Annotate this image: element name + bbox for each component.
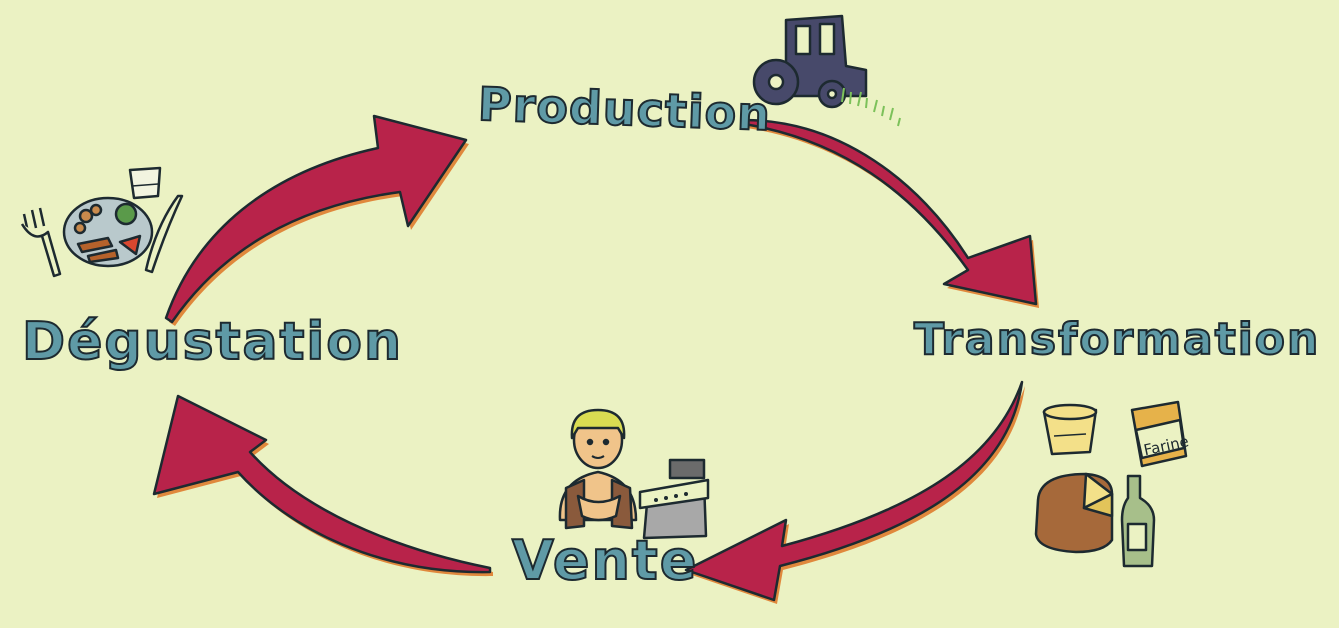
bottle-icon xyxy=(1120,474,1156,568)
vente-icons xyxy=(558,408,710,540)
stage-label-vente: Vente xyxy=(511,529,699,592)
arrow-production-to-transformation xyxy=(742,118,1039,308)
tractor-icon xyxy=(752,14,901,127)
arrow-transformation-to-vente xyxy=(684,380,1025,604)
plate-icon xyxy=(62,196,154,268)
yogurt-icon xyxy=(1042,403,1098,456)
stage-label-transformation: Transformation xyxy=(913,314,1321,365)
flour-bag-icon: Farine xyxy=(1130,400,1190,468)
glass-icon xyxy=(128,166,162,200)
cashier-icon xyxy=(558,408,638,530)
cash-register-icon xyxy=(638,458,710,540)
degustation-icons xyxy=(20,166,184,278)
knife-icon xyxy=(144,194,184,274)
stage-label-production: Production xyxy=(476,76,773,142)
transformation-icons: Farine xyxy=(1034,400,1190,568)
fork-icon xyxy=(20,207,62,278)
arrow-vente-to-degustation xyxy=(152,394,493,577)
arrow-degustation-to-production xyxy=(164,114,469,326)
cheese-icon xyxy=(1034,472,1114,554)
stage-label-degustation: Dégustation xyxy=(21,312,403,372)
